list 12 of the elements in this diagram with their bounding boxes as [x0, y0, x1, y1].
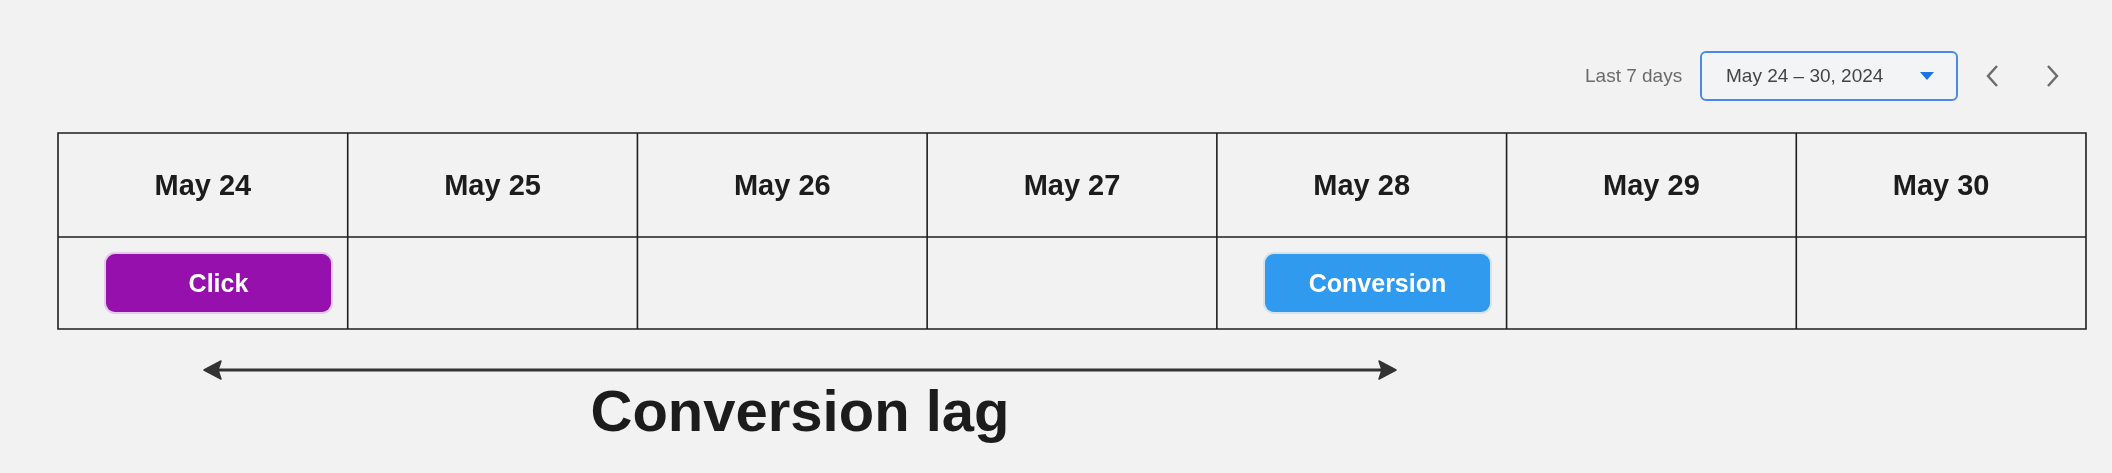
date-range-label: Last 7 days — [1585, 65, 1683, 87]
dimension-label: Conversion lag — [590, 376, 1010, 444]
date-header: May 25 — [444, 168, 541, 202]
date-header: May 28 — [1313, 168, 1411, 202]
date-header: May 27 — [1023, 168, 1121, 202]
event-tag: Conversion — [1265, 254, 1490, 312]
date-header: May 24 — [154, 168, 252, 202]
date-header: May 30 — [1892, 168, 1990, 202]
event-tag: Click — [106, 254, 331, 312]
date-range-dropdown: May 24 – 30, 2024 — [1700, 51, 1958, 101]
date-header: May 26 — [733, 168, 831, 202]
date-header: May 29 — [1603, 168, 1700, 202]
